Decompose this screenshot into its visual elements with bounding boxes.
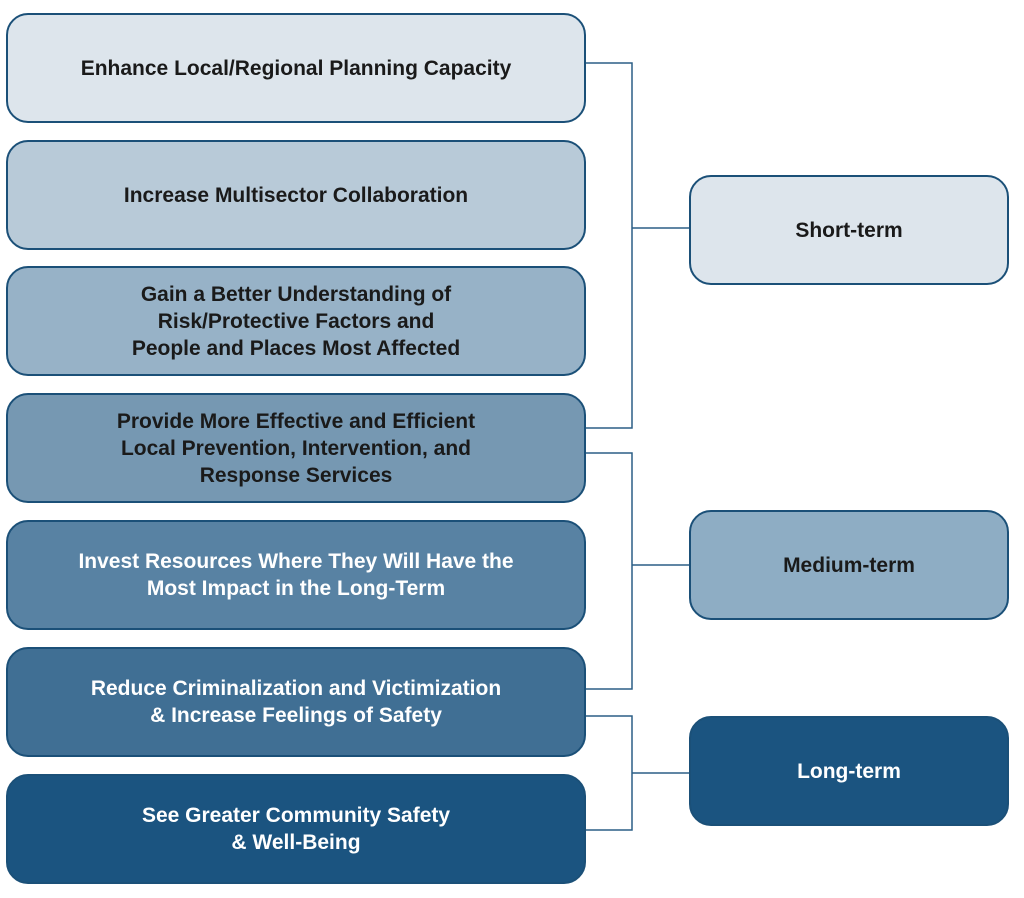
term-box-medium: Medium-term bbox=[689, 510, 1009, 620]
outcome-box-7: See Greater Community Safety & Well-Bein… bbox=[6, 774, 586, 884]
medium-term-bracket bbox=[586, 452, 633, 690]
long-term-bracket bbox=[586, 715, 633, 831]
outcome-box-2: Increase Multisector Collaboration bbox=[6, 140, 586, 250]
outcome-box-3: Gain a Better Understanding of Risk/Prot… bbox=[6, 266, 586, 376]
outcome-box-1: Enhance Local/Regional Planning Capacity bbox=[6, 13, 586, 123]
short-term-bracket bbox=[586, 62, 633, 429]
outcome-box-4: Provide More Effective and Efficient Loc… bbox=[6, 393, 586, 503]
outcome-box-5: Invest Resources Where They Will Have th… bbox=[6, 520, 586, 630]
outcome-box-6: Reduce Criminalization and Victimization… bbox=[6, 647, 586, 757]
term-box-short: Short-term bbox=[689, 175, 1009, 285]
term-box-long: Long-term bbox=[689, 716, 1009, 826]
